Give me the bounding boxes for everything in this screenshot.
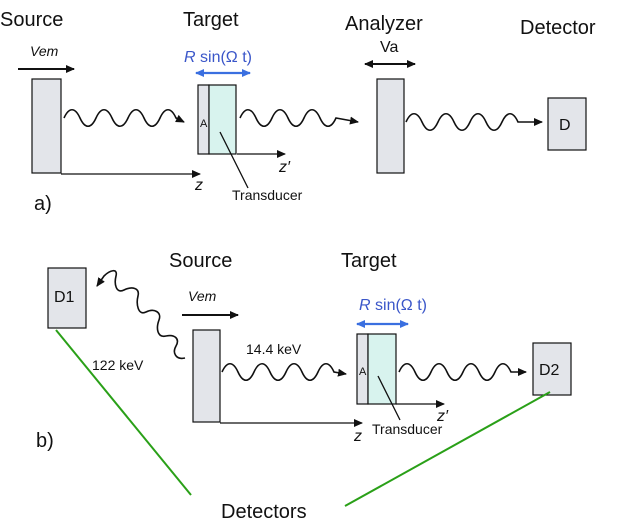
transducer-box-b — [367, 333, 397, 405]
detector-box-label-d2: D2 — [539, 362, 560, 379]
transducer-box-a — [208, 84, 237, 155]
gamma-ray-wave-a3 — [405, 112, 543, 132]
source-box-b — [192, 329, 221, 423]
source-box-a — [31, 78, 62, 174]
detector-leader-d1 — [55, 329, 192, 496]
transducer-label-a: Transducer — [232, 187, 303, 203]
z-label-b: z — [353, 428, 362, 445]
z-label-a: z — [194, 177, 203, 194]
oscillation-label-a: R sin(Ω t) — [184, 49, 252, 66]
gamma-ray-wave-122kev — [96, 269, 186, 360]
gamma-ray-wave-14-4kev — [221, 362, 347, 382]
z-prime-label-a: z′ — [278, 159, 291, 176]
panel-b: Source Target D1 Vem R sin(Ω t) 122 keV … — [36, 250, 572, 523]
detector-box-d1 — [47, 267, 87, 329]
gamma-ray-wave-a1 — [63, 108, 185, 128]
absorber-label-a: A — [200, 118, 208, 130]
energy-label-122kev: 122 keV — [92, 357, 144, 373]
source-label-b: Source — [169, 250, 232, 272]
absorber-label-b: A — [359, 366, 367, 378]
source-velocity-label-a: Vem — [30, 43, 59, 59]
transducer-leader-a — [219, 131, 249, 189]
analyzer-box — [376, 78, 405, 174]
analyzer-label: Analyzer — [345, 13, 423, 35]
panel-label-b: b) — [36, 430, 54, 452]
detector-box-label-d: D — [559, 117, 571, 134]
detector-box-label-d1: D1 — [54, 289, 75, 306]
energy-label-14-4kev: 14.4 keV — [246, 341, 302, 357]
transducer-leader-b — [377, 375, 401, 421]
detector-box-d2 — [532, 342, 572, 396]
detector-label: Detector — [520, 17, 596, 39]
panel-label-a: a) — [34, 193, 52, 215]
z-prime-label-b: z′ — [436, 408, 449, 425]
analyzer-velocity-label: Va — [380, 39, 398, 56]
detector-box-d — [547, 97, 587, 151]
target-label-a: Target — [183, 9, 239, 31]
detector-leader-d2 — [344, 391, 551, 507]
panel-a: Source Target Analyzer Detector Vem R si… — [0, 9, 596, 215]
detectors-label: Detectors — [221, 501, 307, 523]
source-label-a: Source — [0, 9, 63, 31]
source-velocity-label-b: Vem — [188, 288, 217, 304]
gamma-ray-wave-b2 — [398, 362, 527, 382]
transducer-label-b: Transducer — [372, 421, 443, 437]
target-label-b: Target — [341, 250, 397, 272]
oscillation-label-b: R sin(Ω t) — [359, 297, 427, 314]
gamma-ray-wave-a2 — [239, 108, 359, 128]
